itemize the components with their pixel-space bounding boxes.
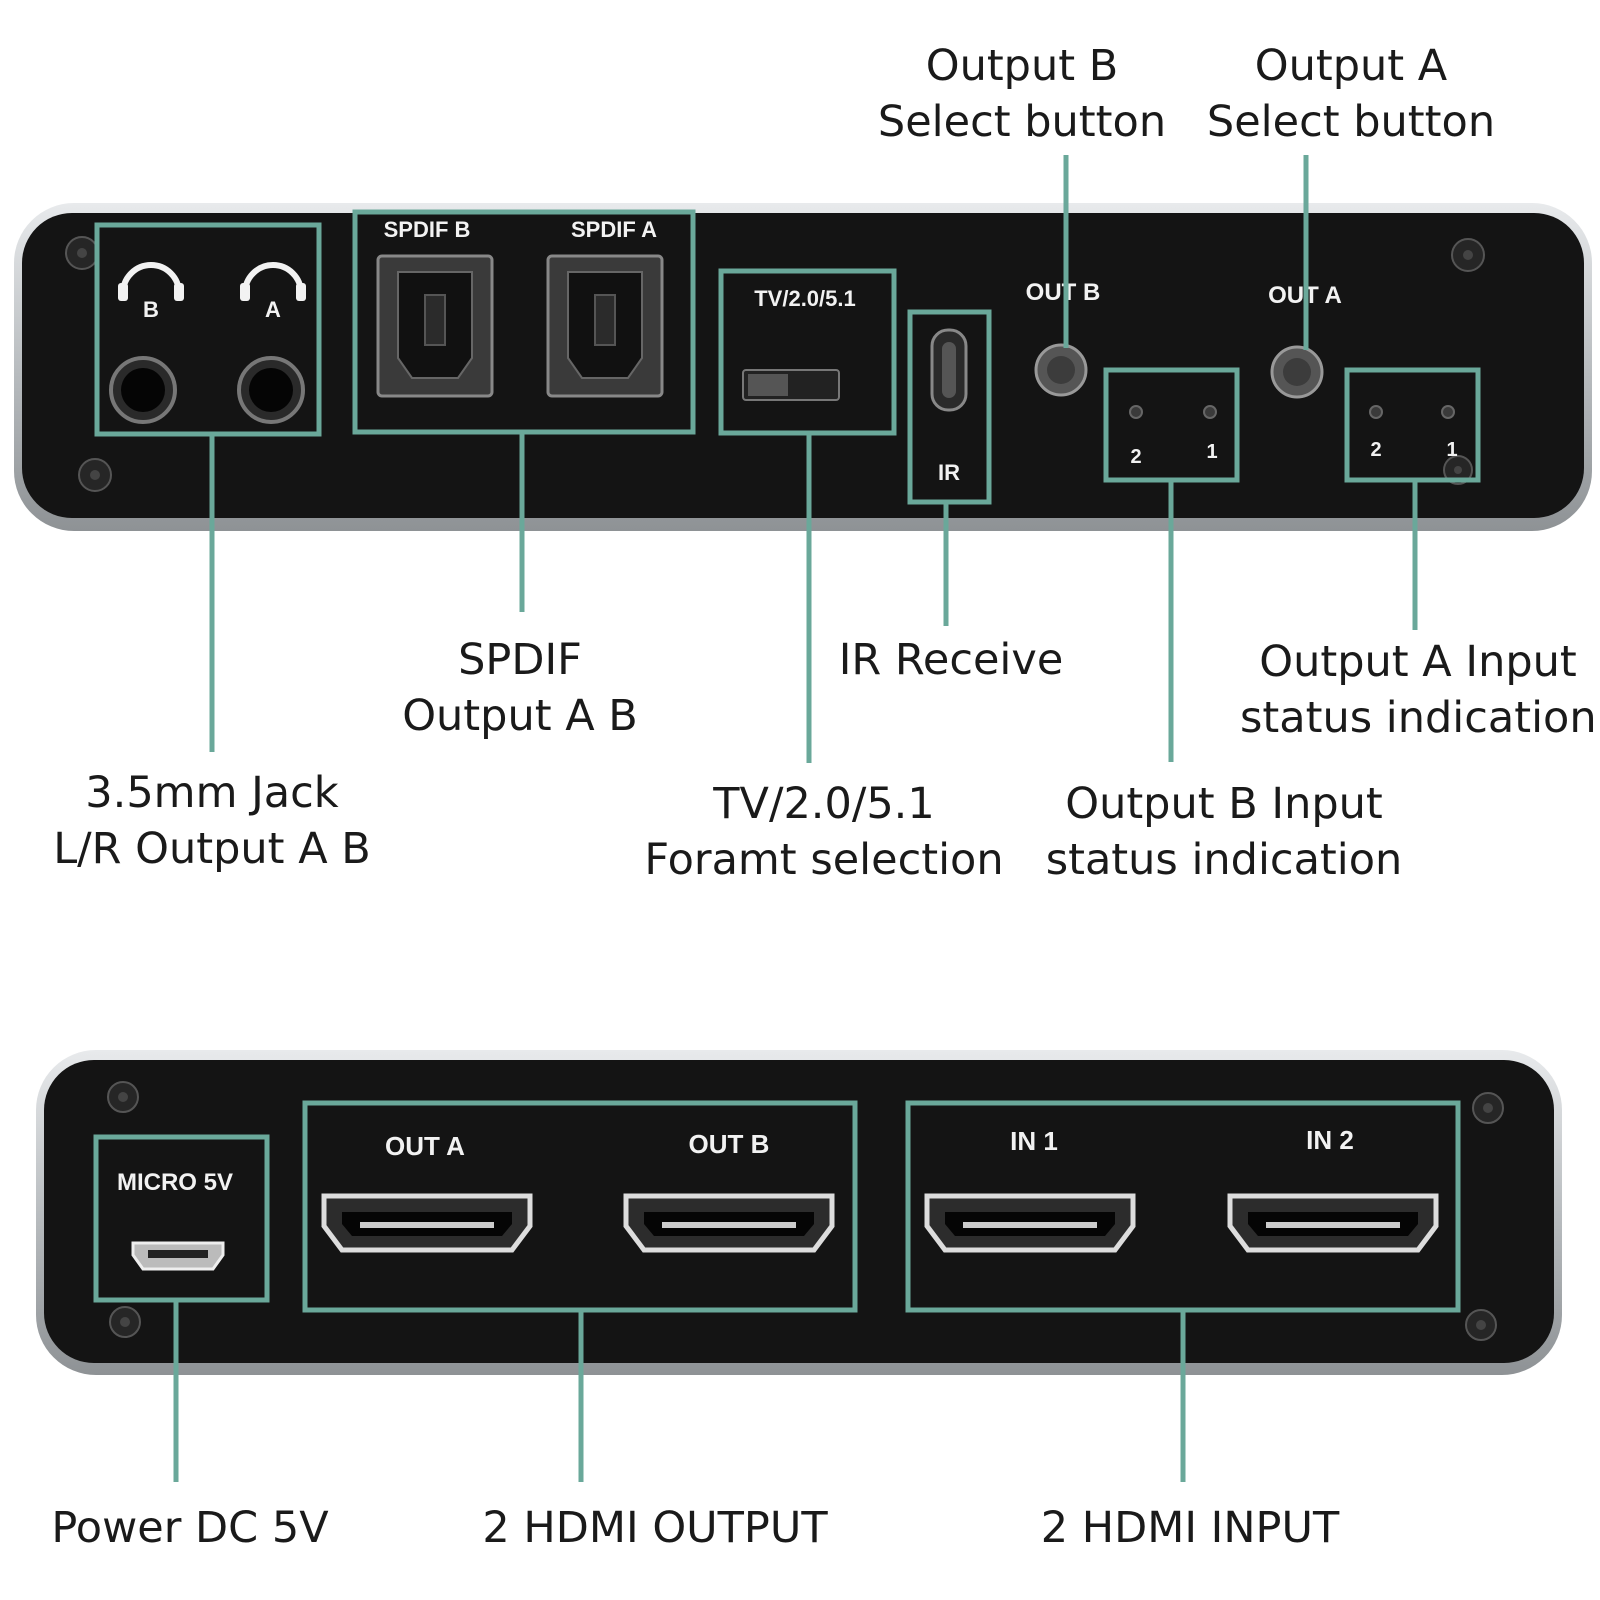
screw-icon — [1472, 1092, 1504, 1124]
callout-line: Select button — [877, 97, 1167, 147]
screw-icon — [1465, 1309, 1497, 1341]
hdmi-port-out-a — [321, 1193, 533, 1253]
front-panel: B A SPDIF B SPDIF A — [14, 203, 1592, 531]
led-number: 2 — [1370, 439, 1381, 461]
callout-line: L/R Output A B — [53, 824, 371, 874]
callout-line: Select button — [1206, 97, 1496, 147]
output-a-select-button[interactable] — [1270, 345, 1324, 399]
callout-ir: IR Receive — [826, 632, 1076, 688]
led-indicator — [1441, 405, 1455, 419]
callout-line: Output B — [925, 41, 1119, 91]
screw-icon — [78, 458, 112, 492]
hdmi-out-a-label: OUT A — [385, 1131, 465, 1161]
callout-line: Output A — [1254, 41, 1448, 91]
screw-icon — [1443, 455, 1473, 485]
callout-hdmi-output: 2 HDMI OUTPUT — [455, 1500, 855, 1556]
callout-line: IR Receive — [838, 635, 1064, 685]
back-panel: MICRO 5V OUT A OUT B IN 1 IN 2 — [36, 1050, 1562, 1375]
callout-line: SPDIF — [458, 635, 582, 685]
spdif-a-label: SPDIF A — [571, 217, 657, 242]
callout-line: 2 HDMI OUTPUT — [482, 1503, 828, 1553]
callout-output-b-button: Output B Select button — [872, 38, 1172, 150]
screw-icon — [65, 236, 99, 270]
callout-line: Output B Input — [1065, 779, 1383, 829]
micro-usb-port — [131, 1241, 225, 1271]
hdmi-in-1-label: IN 1 — [1010, 1126, 1058, 1156]
callout-output-a-status: Output A Input status indication — [1240, 634, 1597, 746]
jack-group-box — [94, 222, 322, 437]
callout-hdmi-input: 2 HDMI INPUT — [1000, 1500, 1380, 1556]
led-number: 1 — [1446, 439, 1457, 461]
led-indicator — [1129, 405, 1143, 419]
callout-power: Power DC 5V — [30, 1500, 350, 1556]
callout-line: Power DC 5V — [51, 1503, 329, 1553]
callout-line: TV/2.0/5.1 — [713, 779, 935, 829]
callout-output-b-status: Output B Input status indication — [1032, 776, 1416, 888]
screw-icon — [1451, 238, 1485, 272]
hdmi-port-in-1 — [924, 1193, 1136, 1253]
output-b-select-button[interactable] — [1034, 343, 1088, 397]
power-port-label: MICRO 5V — [117, 1169, 233, 1196]
ir-box — [907, 309, 992, 505]
spdif-b-label: SPDIF B — [384, 217, 471, 242]
optical-port-b — [376, 254, 494, 398]
callout-line: Output A B — [402, 691, 638, 741]
callout-output-a-button: Output A Select button — [1196, 38, 1506, 150]
audio-jack-a — [237, 356, 305, 424]
jack-label-a: A — [265, 297, 281, 322]
screw-icon — [109, 1306, 141, 1338]
led-indicator — [1203, 405, 1217, 419]
led-number: 1 — [1206, 441, 1217, 463]
power-port-box — [93, 1134, 270, 1303]
callout-line: status indication — [1240, 693, 1597, 743]
out-b-label: OUT B — [1026, 279, 1101, 306]
leader-lines — [173, 155, 1418, 1482]
format-slide-switch — [742, 369, 840, 401]
jack-label-b: B — [143, 297, 159, 322]
headphone-icon — [240, 262, 306, 301]
callout-line: 3.5mm Jack — [85, 768, 339, 818]
ir-sensor — [930, 328, 968, 412]
led-indicator — [1369, 405, 1383, 419]
hdmi-in-2-label: IN 2 — [1306, 1125, 1354, 1155]
format-switch-label: TV/2.0/5.1 — [754, 286, 856, 311]
callout-jack: 3.5mm Jack L/R Output A B — [22, 765, 402, 877]
callout-line: 2 HDMI INPUT — [1040, 1503, 1340, 1553]
audio-jack-b — [109, 356, 177, 424]
callout-spdif: SPDIF Output A B — [370, 632, 670, 744]
callout-line: Foramt selection — [644, 835, 1004, 885]
callout-line: status indication — [1045, 835, 1403, 885]
callout-format: TV/2.0/5.1 Foramt selection — [634, 776, 1014, 888]
ir-label: IR — [938, 460, 960, 485]
callout-line: Output A Input — [1259, 637, 1577, 687]
hdmi-port-out-b — [623, 1193, 835, 1253]
hdmi-port-in-2 — [1227, 1193, 1439, 1253]
led-number: 2 — [1130, 446, 1141, 468]
screw-icon — [107, 1081, 139, 1113]
headphone-icon — [118, 262, 184, 301]
hdmi-out-b-label: OUT B — [689, 1129, 770, 1159]
optical-port-a — [546, 254, 664, 398]
